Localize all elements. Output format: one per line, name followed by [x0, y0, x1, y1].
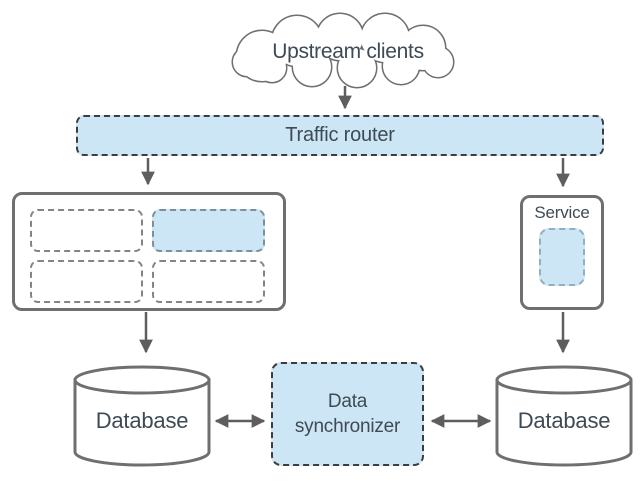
right-database-cylinder	[495, 365, 633, 467]
service-instances-box	[12, 192, 286, 311]
instance-slot	[30, 260, 143, 303]
left-database-cylinder	[73, 365, 211, 467]
database-label: Database	[517, 408, 611, 433]
traffic-router-label: Traffic router	[285, 124, 395, 146]
data-synchronizer-label: Data synchronizer	[294, 391, 401, 437]
instance-slot-active	[152, 209, 265, 252]
data-synchronizer-box: Data synchronizer	[271, 362, 424, 466]
instance-slot	[152, 260, 265, 303]
instance-slot	[30, 209, 143, 252]
database-label: Database	[95, 408, 189, 433]
service-box: Service	[520, 195, 604, 310]
cloud-icon	[231, 12, 455, 89]
cloud-label: Upstream clients	[272, 40, 424, 63]
traffic-router-box: Traffic router	[76, 115, 604, 156]
service-instance-slot	[539, 228, 585, 286]
service-label: Service	[534, 203, 590, 222]
